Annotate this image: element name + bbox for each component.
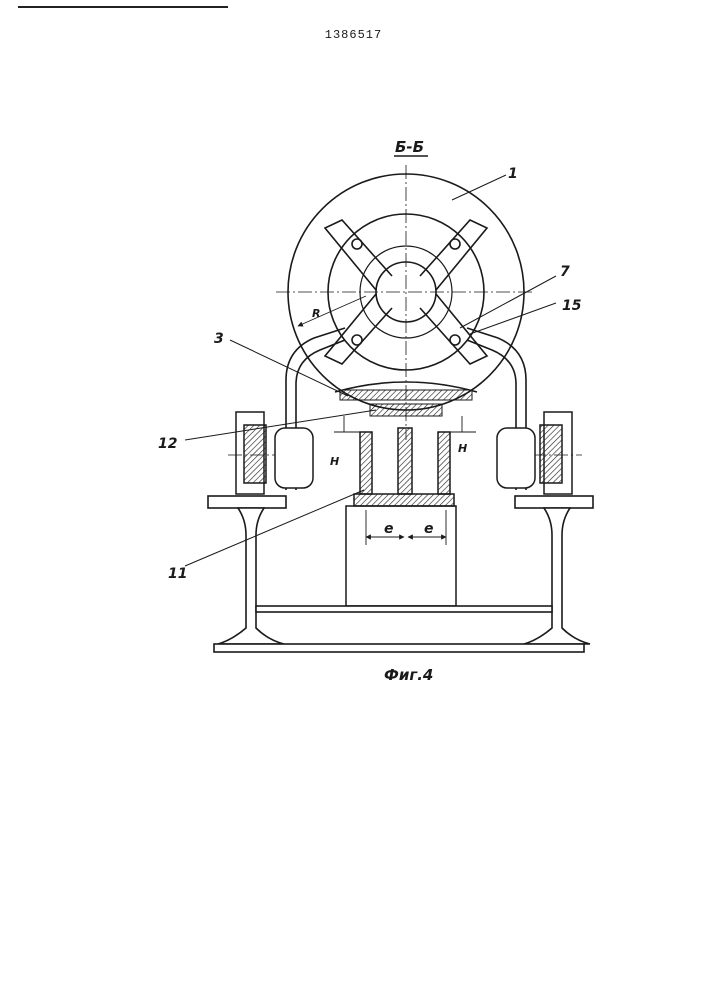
callout-12: 12 [158,436,177,452]
pad-12 [370,404,442,416]
radius-label: R [312,307,320,320]
section-label: Б-Б [394,138,428,156]
rails [208,496,593,652]
height-label-left: H [330,455,339,468]
callout-11: 11 [168,566,187,582]
right-roller [497,412,572,494]
callout-15: 15 [562,298,582,314]
offset-label-right: e [424,521,434,537]
pad-3 [340,390,472,400]
offset-label-left: e [384,521,394,537]
callout-1: 1 [508,166,518,182]
callout-3: 3 [214,331,224,347]
figure-caption: Фиг.4 [384,666,433,684]
support-column [346,428,456,606]
section-label-text: Б-Б [395,138,424,156]
callout-7: 7 [560,264,570,280]
left-roller [236,412,313,494]
height-label-right: H [458,442,467,455]
